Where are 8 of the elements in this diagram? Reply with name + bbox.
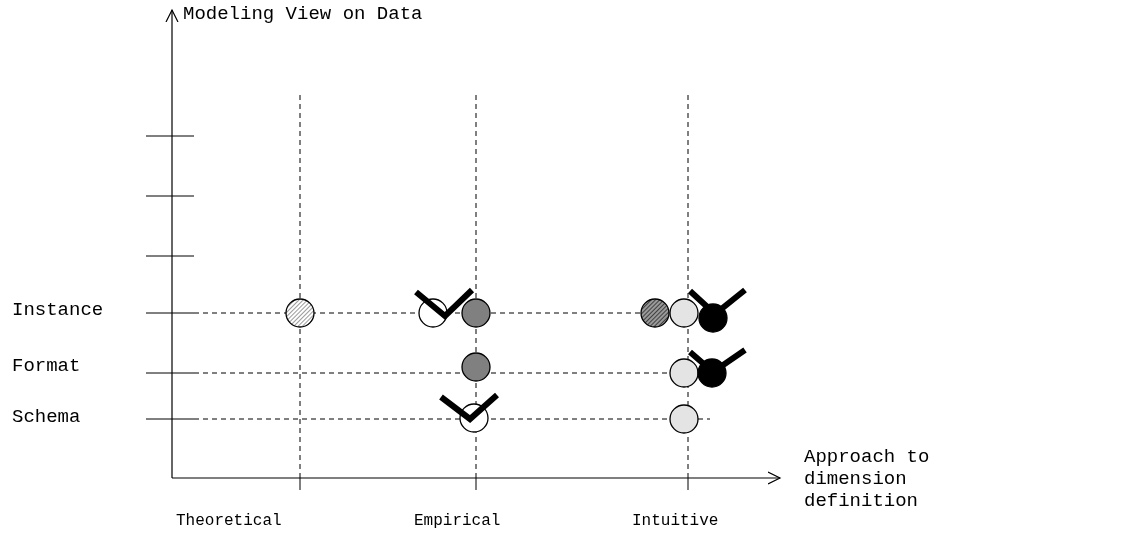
- axis-label: Empirical: [414, 512, 501, 531]
- axis-label: Schema: [12, 407, 81, 429]
- axis-label: Format: [12, 356, 81, 378]
- axis-label: Theoretical: [176, 512, 282, 531]
- axis-title: Approach to dimension definition: [804, 447, 931, 513]
- axis-title: Modeling View on Data: [183, 4, 423, 26]
- axis-label: Instance: [12, 300, 104, 322]
- axis-label: Intuitive: [632, 512, 719, 531]
